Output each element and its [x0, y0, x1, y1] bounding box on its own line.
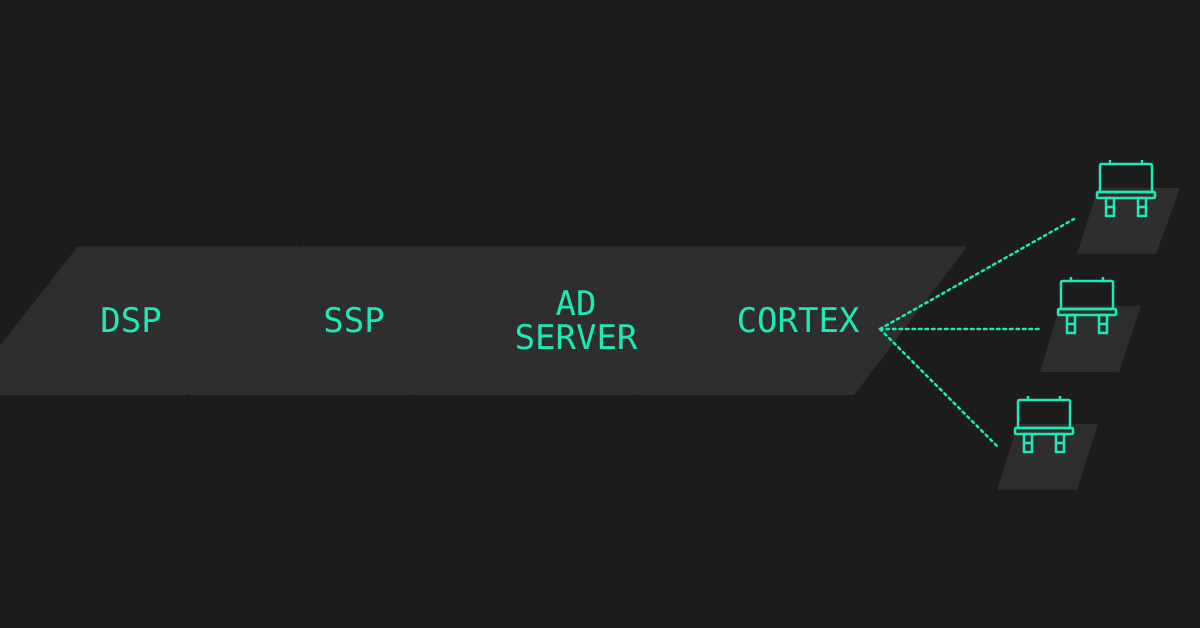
node-dsp: DSP [0, 246, 299, 395]
fan-line-billboard-bottom [878, 327, 1000, 449]
fan-line-billboard-top [878, 217, 1076, 331]
node-label: DSP [100, 301, 161, 341]
billboard-icon [1095, 160, 1157, 218]
billboard-middle [1040, 277, 1141, 372]
fan-out-layer [878, 217, 1076, 449]
node-label: AD [556, 284, 597, 324]
billboard-icon [1056, 277, 1118, 335]
node-tile [632, 246, 966, 395]
node-label: SSP [323, 301, 384, 341]
node-label: CORTEX [737, 301, 860, 341]
node-tile [0, 246, 299, 395]
billboard-top [1077, 160, 1180, 254]
billboard-base [1077, 188, 1180, 254]
billboard-bottom [997, 396, 1098, 490]
billboard-base [1040, 306, 1141, 372]
output-layer [997, 160, 1180, 490]
node-cortex: CORTEX [632, 246, 966, 395]
node-label: SERVER [515, 318, 638, 358]
billboard-base [997, 424, 1098, 490]
billboard-icon [1013, 396, 1075, 454]
